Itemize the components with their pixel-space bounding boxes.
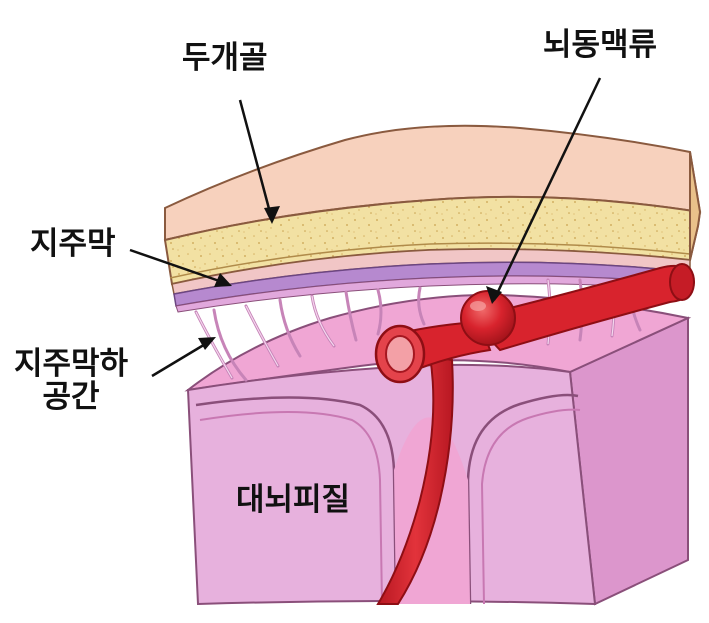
label-skull: 두개골 bbox=[182, 42, 268, 75]
label-arachnoid: 지주막 bbox=[30, 228, 116, 261]
label-aneurysm: 뇌동맥류 bbox=[543, 29, 657, 62]
label-subarachnoid-line1: 지주막하 bbox=[14, 348, 128, 381]
label-subarachnoid-line2: 공간 bbox=[14, 381, 128, 414]
aneurysm-sac bbox=[461, 291, 515, 345]
label-cortex: 대뇌피질 bbox=[236, 484, 350, 517]
label-subarachnoid-space: 지주막하 공간 bbox=[14, 348, 128, 413]
